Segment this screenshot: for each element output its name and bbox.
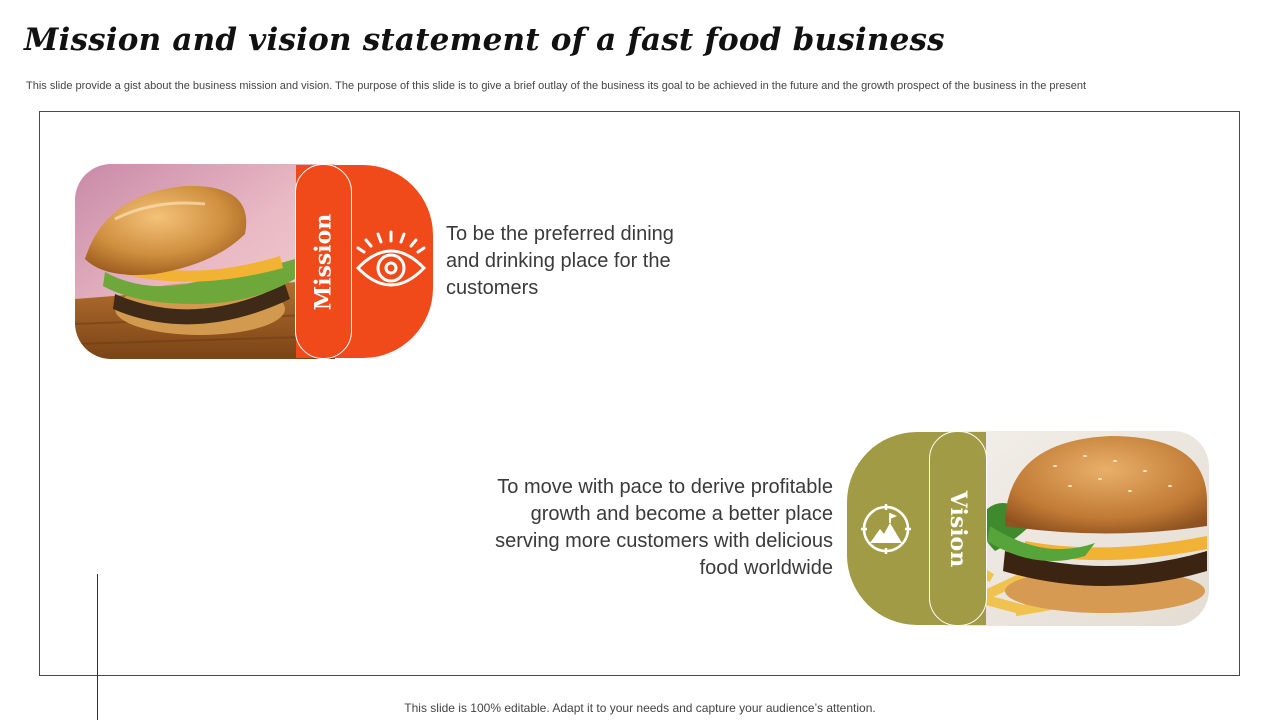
decorative-line [97,574,98,720]
mission-label: Mission [310,213,337,310]
mission-burger-image [75,164,335,359]
vision-burger-image [945,431,1209,626]
slide-subtitle: This slide provide a gist about the busi… [26,80,1087,92]
slide-title: Mission and vision statement of a fast f… [24,22,945,58]
content-frame [39,111,1240,676]
vision-label-pill: Vision [929,431,987,626]
slide-footer: This slide is 100% editable. Adapt it to… [404,701,876,715]
mission-statement: To be the preferred dining and drinking … [446,223,674,299]
mission-label-pill: Mission [295,164,352,359]
vision-statement: To move with pace to derive profitable g… [495,476,833,579]
mountain-flag-icon [860,503,912,555]
eye-target-icon [354,228,428,294]
vision-label: Vision [945,490,972,567]
